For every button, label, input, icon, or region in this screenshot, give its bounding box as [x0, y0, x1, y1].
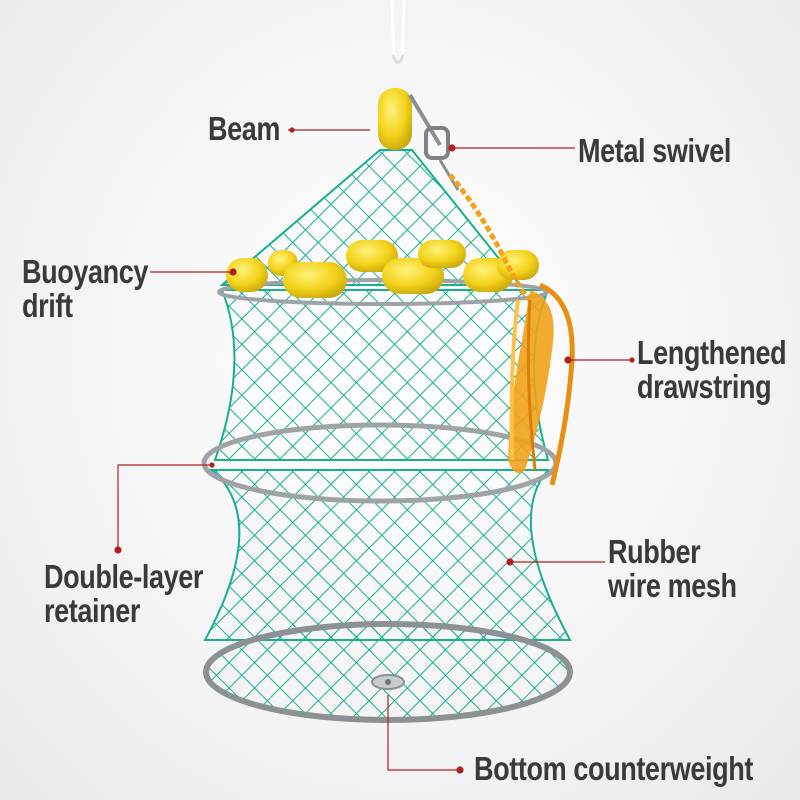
- label-lengthened-drawstring-line2: drawstring: [637, 368, 772, 405]
- drawstring-rope: [448, 173, 532, 302]
- label-rubber-wire-mesh-line2: wire mesh: [608, 567, 737, 604]
- label-lengthened-drawstring-line1: Lengthened: [637, 334, 787, 371]
- label-buoyancy-drift-line1: Buoyancy: [22, 253, 149, 290]
- label-rubber-wire-mesh-line1: Rubber: [608, 533, 701, 570]
- label-double-layer-retainer-line1: Double-layer: [44, 558, 203, 595]
- swivel-icon: [408, 93, 460, 191]
- label-double-layer-retainer-line2: retainer: [44, 592, 140, 629]
- label-bottom-counterweight: Bottom counterweight: [474, 750, 753, 787]
- label-buoyancy-drift-line2: drift: [22, 287, 73, 324]
- counterweight-icon: [371, 674, 405, 690]
- hanging-string: [390, 0, 406, 61]
- beam-float-icon: [378, 88, 412, 150]
- float-icon: [226, 240, 539, 298]
- label-beam: Beam: [208, 110, 281, 147]
- leader-lines: [114, 127, 635, 774]
- lower-body-net: [203, 469, 572, 641]
- label-metal-swivel: Metal swivel: [578, 132, 732, 169]
